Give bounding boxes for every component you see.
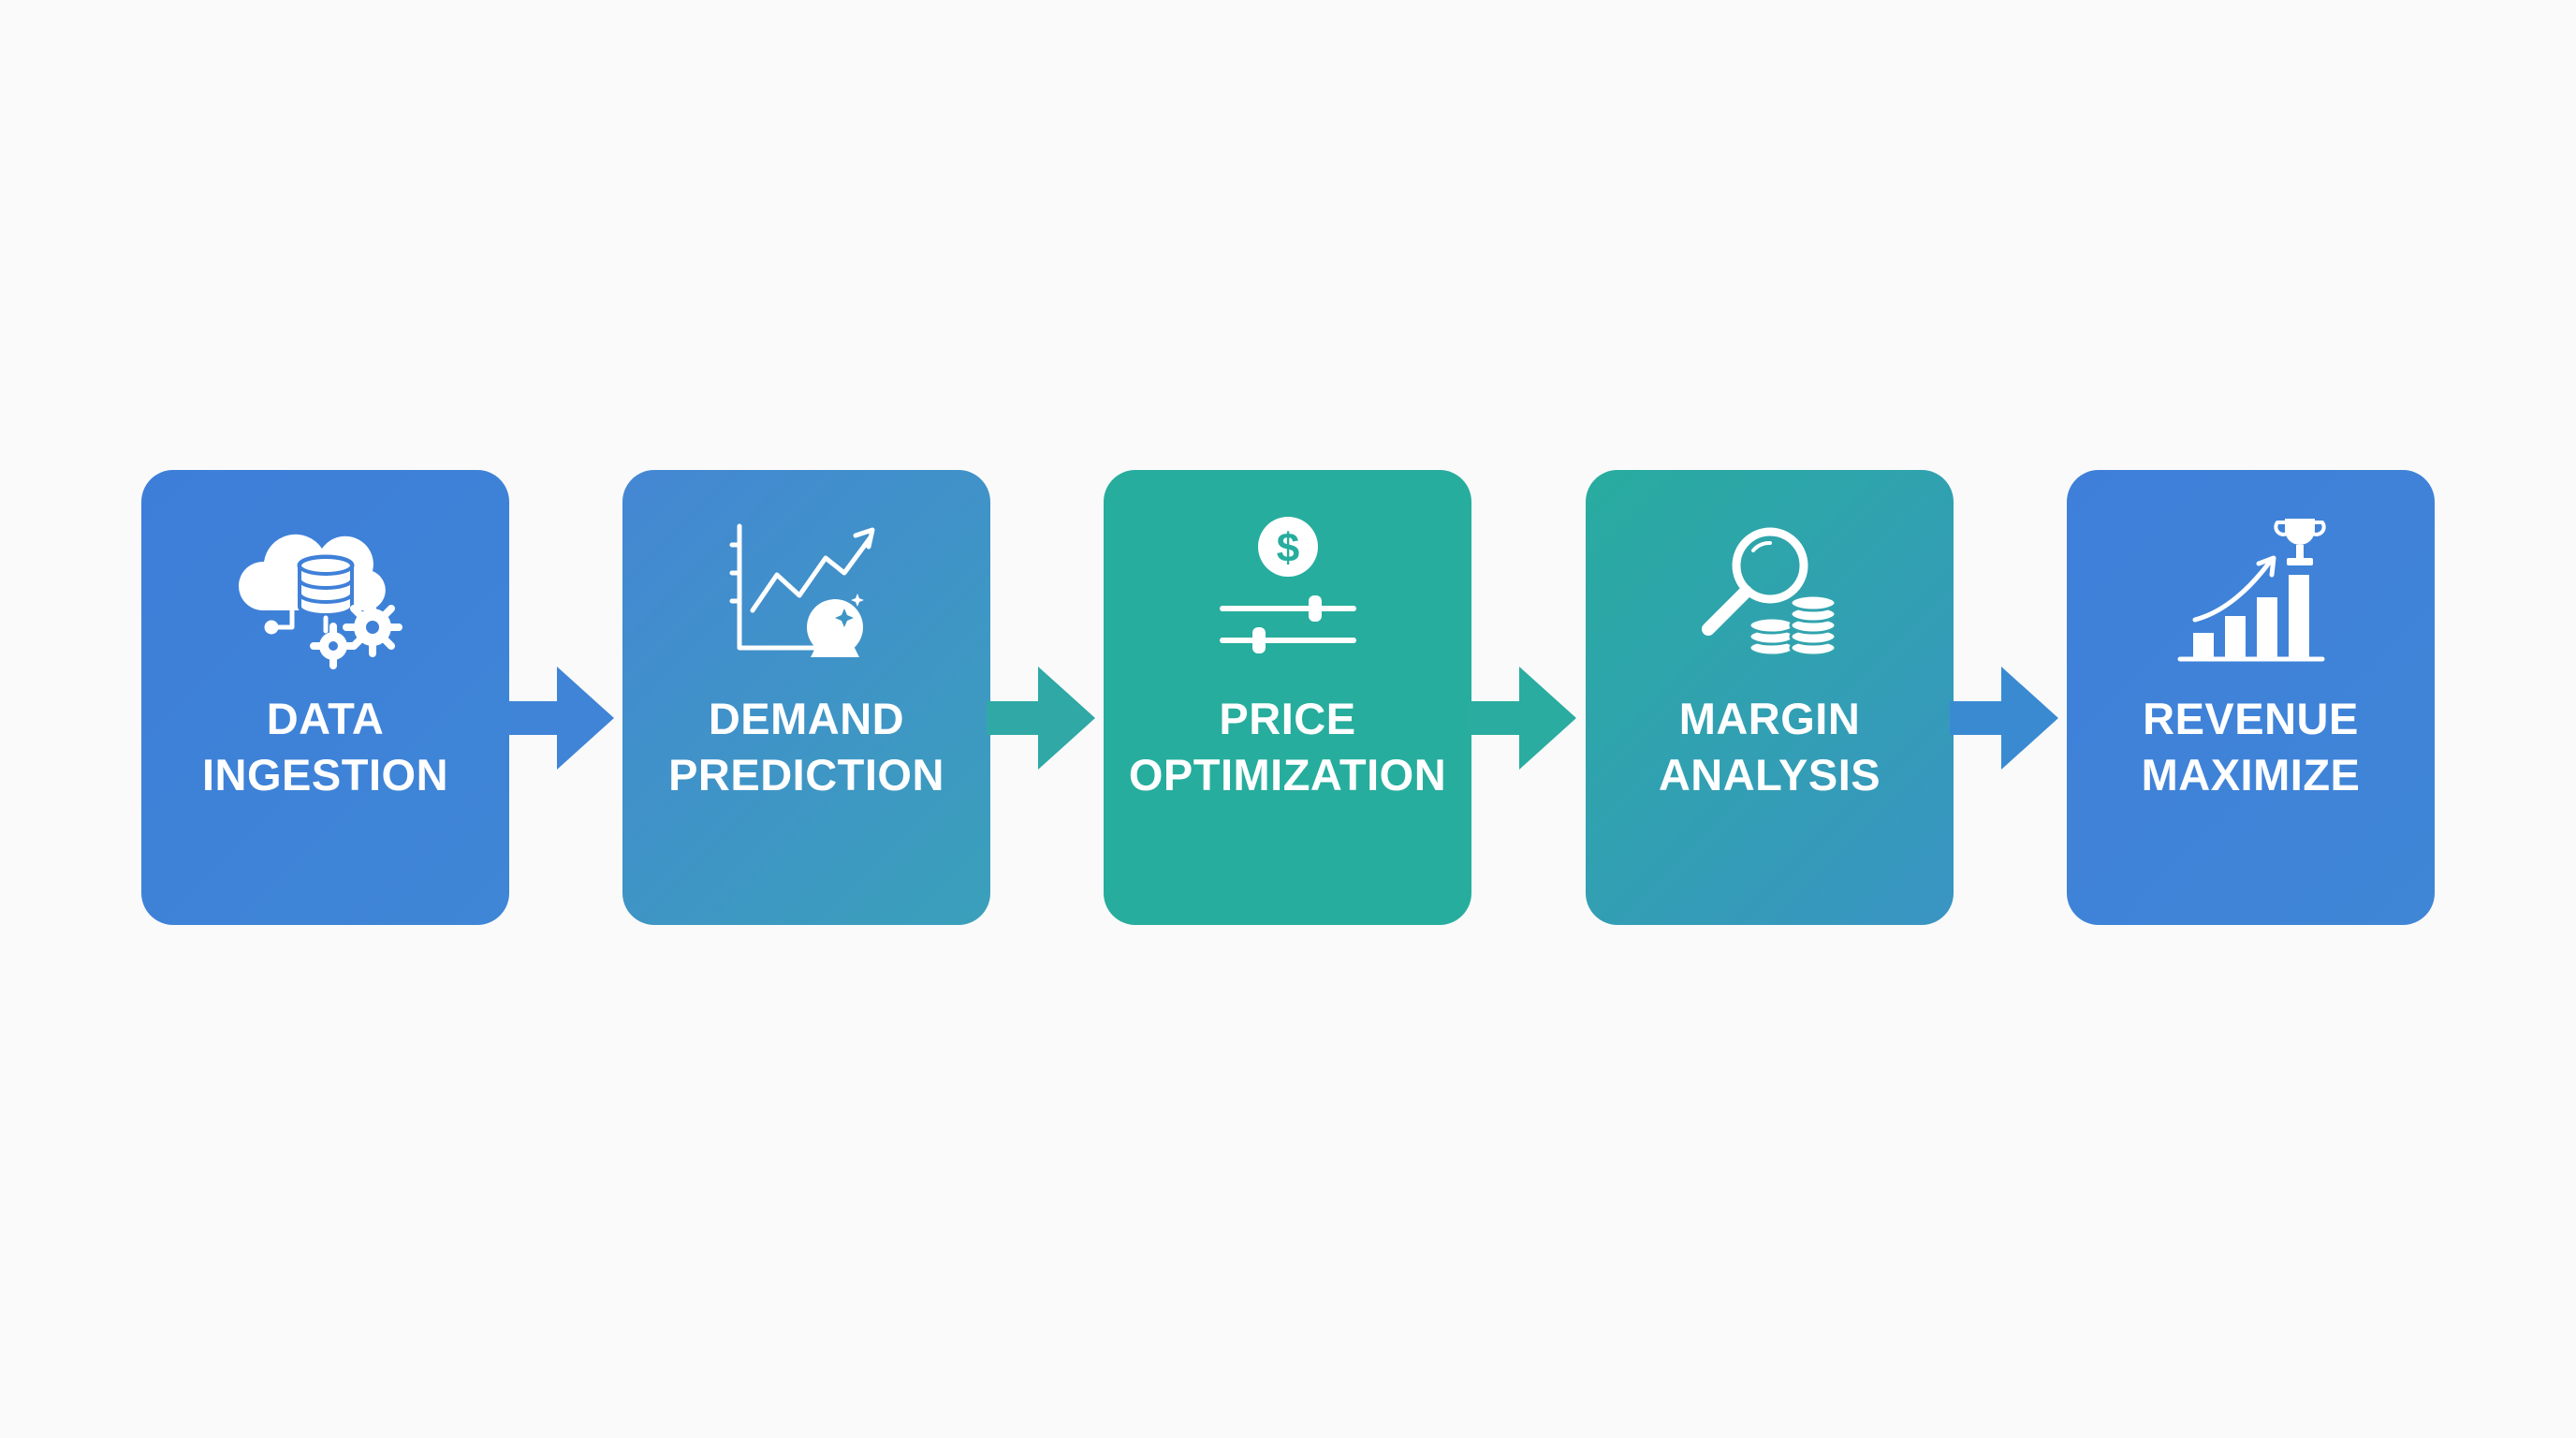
step-label-line1: PRICE [1219, 694, 1356, 743]
step-label-line2: PREDICTION [668, 750, 944, 800]
step-label: REVENUE MAXIMIZE [2067, 691, 2435, 803]
step-label: DATA INGESTION [141, 691, 509, 803]
step-label-line1: DATA [266, 694, 385, 743]
flow-arrow [987, 667, 1099, 770]
step-margin-analysis: MARGIN ANALYSIS [1586, 470, 1954, 925]
step-label-line2: ANALYSIS [1658, 750, 1881, 800]
step-label-line1: MARGIN [1678, 694, 1861, 743]
step-label: PRICE OPTIMIZATION [1104, 691, 1471, 803]
step-label-line1: REVENUE [2143, 694, 2359, 743]
step-label-line1: DEMAND [708, 694, 905, 743]
step-label-line2: MAXIMIZE [2141, 750, 2361, 800]
step-price-optimization: $ PRICE OPTIMIZATION [1104, 470, 1471, 925]
flow-arrow [505, 667, 618, 770]
dollar-sliders-icon: $ [1194, 507, 1382, 676]
cloud-database-gears-icon [232, 507, 419, 676]
magnifier-coins-icon [1676, 507, 1864, 676]
trend-chart-crystal-ball-icon [713, 507, 900, 676]
step-label-line2: OPTIMIZATION [1128, 750, 1447, 800]
step-revenue-maximize: REVENUE MAXIMIZE [2067, 470, 2435, 925]
step-label: MARGIN ANALYSIS [1586, 691, 1954, 803]
step-demand-prediction: DEMAND PREDICTION [622, 470, 990, 925]
flow-arrow [1468, 667, 1580, 770]
growth-bars-trophy-icon [2158, 507, 2345, 676]
step-label-line2: INGESTION [201, 750, 449, 800]
svg-text:$: $ [1276, 525, 1298, 571]
step-label: DEMAND PREDICTION [622, 691, 990, 803]
flow-arrow [1950, 667, 2062, 770]
step-data-ingestion: DATA INGESTION [141, 470, 509, 925]
